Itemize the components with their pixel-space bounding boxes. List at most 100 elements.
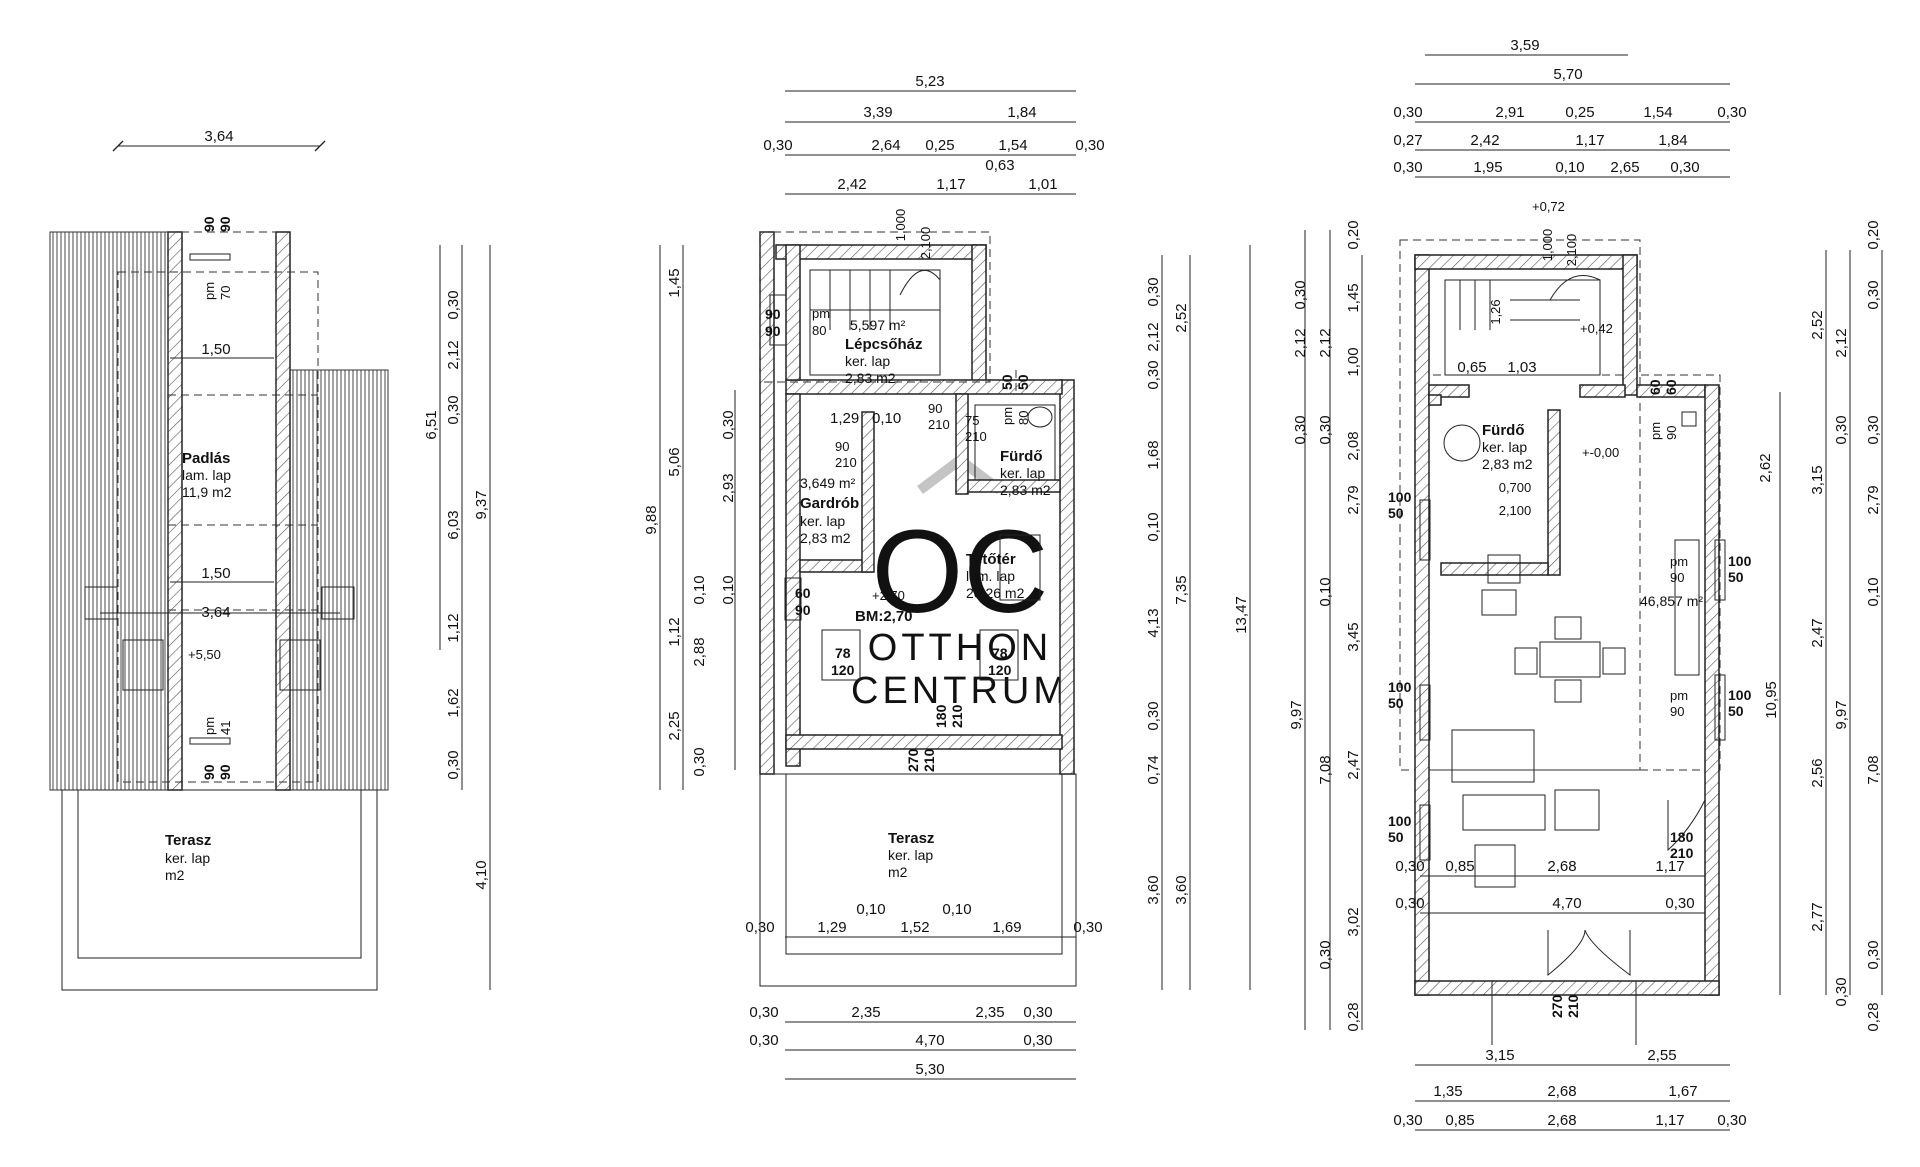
- label-ground-right_far-1: 2,62: [1757, 453, 1774, 482]
- label-upper-terrace_dims-5: 1,69: [992, 919, 1021, 936]
- label-ground-top_dims_3-0: 0,30: [1393, 104, 1422, 121]
- label-ground-openings-w1-0: 100: [1388, 489, 1412, 505]
- label-upper-openings-door_main-1: 210: [928, 417, 950, 432]
- ground-staircase: [1444, 275, 1601, 376]
- label-ground-living-pm2-0: pm: [1670, 688, 1688, 703]
- label-upper-left_inner-4: 0,30: [691, 747, 708, 776]
- label-upper-bath-floor: ker. lap: [1000, 465, 1045, 481]
- attic-terrace: [61, 789, 378, 991]
- label-attic-right_dims_inner-5: 1,62: [445, 688, 462, 717]
- label-ground-bath-pm-0: pm: [1648, 422, 1663, 440]
- label-upper-left_inner-0: 0,30: [720, 410, 737, 439]
- label-upper-right_inner-5: 4,13: [1145, 608, 1162, 637]
- label-ground-left_outer-8: 0,30: [1317, 940, 1334, 969]
- label-ground-left_inner-0: 2,12: [1292, 328, 1309, 357]
- label-upper-top_dims_3-3: 1,54: [998, 137, 1027, 154]
- label-upper-terrace-area: m2: [888, 864, 908, 880]
- label-upper-left_mid-2: 1,12: [666, 617, 683, 646]
- label-attic-window_bottom-0: 90: [201, 764, 217, 780]
- label-ground-left_inner-5: 0,30: [1292, 415, 1309, 444]
- staircase: [809, 269, 941, 376]
- label-upper-openings-door_main-0: 90: [928, 401, 942, 416]
- label-ground-left_outer-9: 0,28: [1345, 1002, 1362, 1031]
- roof-window-right: [321, 586, 355, 620]
- label-ground-right_outer-7: 0,30: [1865, 940, 1882, 969]
- label-upper-bath-pm-0: pm: [1000, 407, 1015, 425]
- label-upper-openings-roof_win_2-1: 120: [988, 662, 1012, 678]
- label-ground-right_outer-1: 0,30: [1865, 280, 1882, 309]
- label-upper-openings-door_terrace2-1: 210: [921, 748, 937, 772]
- label-upper-right_inner-8: 3,60: [1145, 875, 1162, 904]
- label-ground-levels-1: +0,42: [1580, 321, 1613, 336]
- upper-terrace-name: Terasz: [888, 830, 934, 847]
- label-upper-left_inner-2: 0,10: [720, 575, 737, 604]
- label-upper-main-level: +2,70: [872, 588, 905, 603]
- label-upper-top_dims_4-2: 1,17: [936, 176, 965, 193]
- label-upper-openings-win_left2-0: 60: [795, 585, 811, 601]
- label-ground-right_outer-3: 2,79: [1865, 485, 1882, 514]
- watermark-line2: CENTRUM: [851, 670, 1069, 712]
- label-upper-left_outer-0: 9,88: [643, 505, 660, 534]
- label-upper-left_inner2-0: 0,10: [691, 575, 708, 604]
- label-upper-stair-door-0: 1,000: [893, 209, 908, 242]
- label-ground-inner_dims_2-2: 0,30: [1665, 895, 1694, 912]
- watermark-line1: OTTHON: [868, 627, 1052, 669]
- label-upper-bottom_dims_2-1: 4,70: [915, 1032, 944, 1049]
- label-attic-window_bottom-1: 90: [217, 764, 233, 780]
- label-attic-window_top-0: 90: [201, 216, 217, 232]
- label-ground-left_outer-5: 3,45: [1345, 622, 1362, 651]
- room-furdo-ground-name: Fürdő: [1482, 422, 1525, 439]
- label-upper-gardrob-floor_area: 2,83 m2: [800, 530, 851, 546]
- label-ground-top_dims_5-0: 0,30: [1393, 159, 1422, 176]
- label-attic-inner-1: 1,50: [201, 565, 230, 582]
- label-ground-right_outer-4: 0,10: [1865, 577, 1882, 606]
- label-ground-inner_dims_1-3: 1,17: [1655, 858, 1684, 875]
- label-ground-left_outer-0: 0,20: [1345, 220, 1362, 249]
- room-tetoter-name: Tetőtér: [966, 551, 1016, 568]
- ground-floor-plan: 1,000 2,100 1,26 0,65 1,03 +0,72 +0,42 +…: [1288, 37, 1883, 1131]
- room-furdo-upper-name: Fürdő: [1000, 448, 1043, 465]
- ground-bath-shower: [1443, 424, 1481, 462]
- label-upper-terrace_dims-4: 0,10: [942, 901, 971, 918]
- upper-floor-plan: 5,597 m² Lépcsőház ker. lap 2,83 m2 1,00…: [643, 73, 1251, 1080]
- label-ground-levels-2: +-0,00: [1582, 445, 1619, 460]
- label-ground-stair-d3: 1,03: [1507, 359, 1536, 376]
- label-ground-openings-d_side-1: 210: [1670, 845, 1694, 861]
- label-attic-room-area: 11,9 m2: [182, 484, 232, 500]
- label-ground-inner_dims_1-0: 0,30: [1395, 858, 1424, 875]
- label-upper-stair-door-1: 2,100: [918, 227, 933, 260]
- label-ground-bath-win-1: 60: [1663, 379, 1679, 395]
- label-ground-bottom_dims_3-2: 2,68: [1547, 1112, 1576, 1129]
- label-upper-gardrob-floor: ker. lap: [800, 513, 845, 529]
- label-upper-terrace_dims-3: 1,52: [900, 919, 929, 936]
- label-upper-openings-door_terrace-0: 180: [933, 704, 949, 728]
- label-ground-bath-floor: ker. lap: [1482, 439, 1527, 455]
- label-ground-top_dims_5-3: 2,65: [1610, 159, 1639, 176]
- label-upper-main-floor: lam. lap: [966, 568, 1015, 584]
- label-upper-gardrob-dims-0: 1,29: [830, 410, 859, 427]
- label-upper-bath-area: 2,83 m2: [1000, 482, 1051, 498]
- label-ground-left_outer-4: 2,79: [1345, 485, 1362, 514]
- label-ground-top_dims_5-2: 0,10: [1555, 159, 1584, 176]
- label-ground-right_mid-5: 2,56: [1809, 758, 1826, 787]
- label-upper-bottom_dims_1-3: 0,30: [1023, 1004, 1052, 1021]
- label-ground-top_dims_4-1: 2,42: [1470, 132, 1499, 149]
- label-upper-top_dims_3-2: 0,25: [925, 137, 954, 154]
- label-ground-left_outer-3: 2,08: [1345, 431, 1362, 460]
- label-attic-inner-2: 3,64: [201, 604, 230, 621]
- label-ground-top_dims_4-0: 0,27: [1393, 132, 1422, 149]
- watermark-logo: OC: [872, 506, 1049, 638]
- label-upper-top_dims_2-1: 1,84: [1007, 104, 1036, 121]
- label-upper-right_inner-7: 0,74: [1145, 755, 1162, 784]
- label-attic-window_top-1: 90: [217, 216, 233, 232]
- label-upper-stair-area: 5,597 m²: [850, 317, 906, 333]
- label-attic-right_dims_outer-1: 4,10: [473, 860, 490, 889]
- label-upper-terrace-floor: ker. lap: [888, 847, 933, 863]
- label-attic-inner-0: 1,50: [201, 341, 230, 358]
- label-upper-top_dims_4-3: 1,01: [1028, 176, 1057, 193]
- label-upper-gardrob-area: 3,649 m²: [800, 475, 856, 491]
- label-ground-stair-door-1: 2,100: [1564, 234, 1579, 267]
- label-upper-right_inner-1: 2,12: [1145, 322, 1162, 351]
- roof-slope-left: [49, 231, 169, 791]
- label-ground-top_dims_2-0: 5,70: [1553, 66, 1582, 83]
